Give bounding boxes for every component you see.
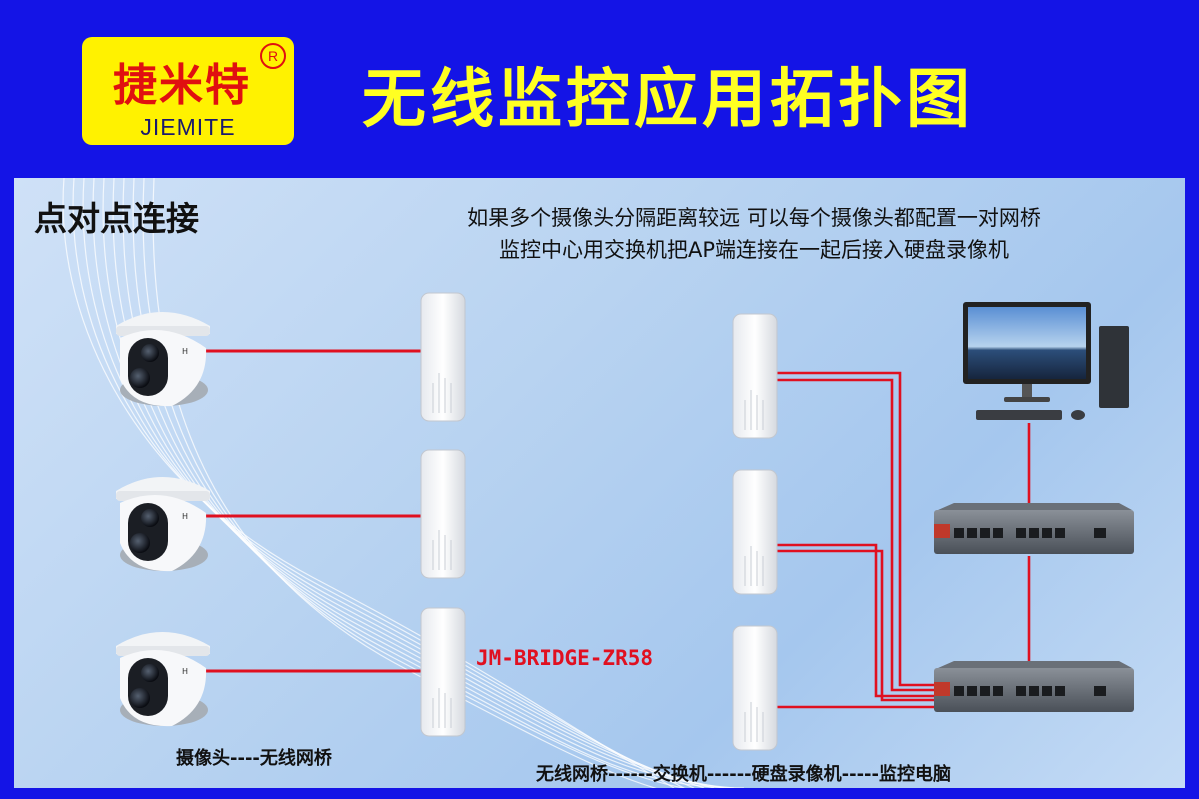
network-switch-upper [934,503,1134,554]
topology-drawing: H H H [116,292,1134,751]
svg-text:H: H [182,347,188,356]
bridge-switch-links [776,371,1031,709]
bridge-client-1 [420,292,466,422]
bridge-client-2 [420,449,466,579]
logo-english-name: JIEMITE [140,114,236,140]
caption-camera-bridge: 摄像头----无线网桥 [176,748,332,769]
camera-1: H [116,312,210,407]
network-switch-lower [934,661,1134,712]
bridge-ap-3 [732,625,778,751]
link-ap-bridge-2 [776,543,934,698]
page-title: 无线监控应用拓扑图 [362,63,974,137]
bridge-ap-1 [732,313,778,439]
logo-chinese-name: 捷米特 [113,60,251,111]
link-ap-bridge-2b [776,549,934,702]
camera-3: H [116,632,210,727]
link-ap-bridge-1 [776,378,934,692]
brand-logo: 捷米特 JIEMITE R [82,37,294,145]
camera-bridge-links [204,349,424,673]
registered-mark: R [260,43,286,69]
description-line-2: 监控中心用交换机把AP端连接在一起后接入硬盘录像机 [498,238,1010,262]
bridge-client-3 [420,607,466,737]
section-subtitle: 点对点连接 [34,199,199,238]
description-line-1: 如果多个摄像头分隔距离较远 可以每个摄像头都配置一对网桥 [467,206,1041,230]
monitoring-computer [963,302,1129,420]
description: 如果多个摄像头分隔距离较远 可以每个摄像头都配置一对网桥 监控中心用交换机把AP… [354,202,1154,266]
svg-text:H: H [182,667,188,676]
link-ap-bridge-1b [776,371,934,687]
diagram-panel: 点对点连接 如果多个摄像头分隔距离较远 可以每个摄像头都配置一对网桥 监控中心用… [14,178,1185,788]
camera-2: H [116,477,210,572]
bridge-model-label: JM-BRIDGE-ZR58 [476,646,654,670]
caption-center-chain: 无线网桥------交换机------硬盘录像机-----监控电脑 [536,764,952,785]
svg-text:H: H [182,512,188,521]
bridge-ap-2 [732,469,778,595]
